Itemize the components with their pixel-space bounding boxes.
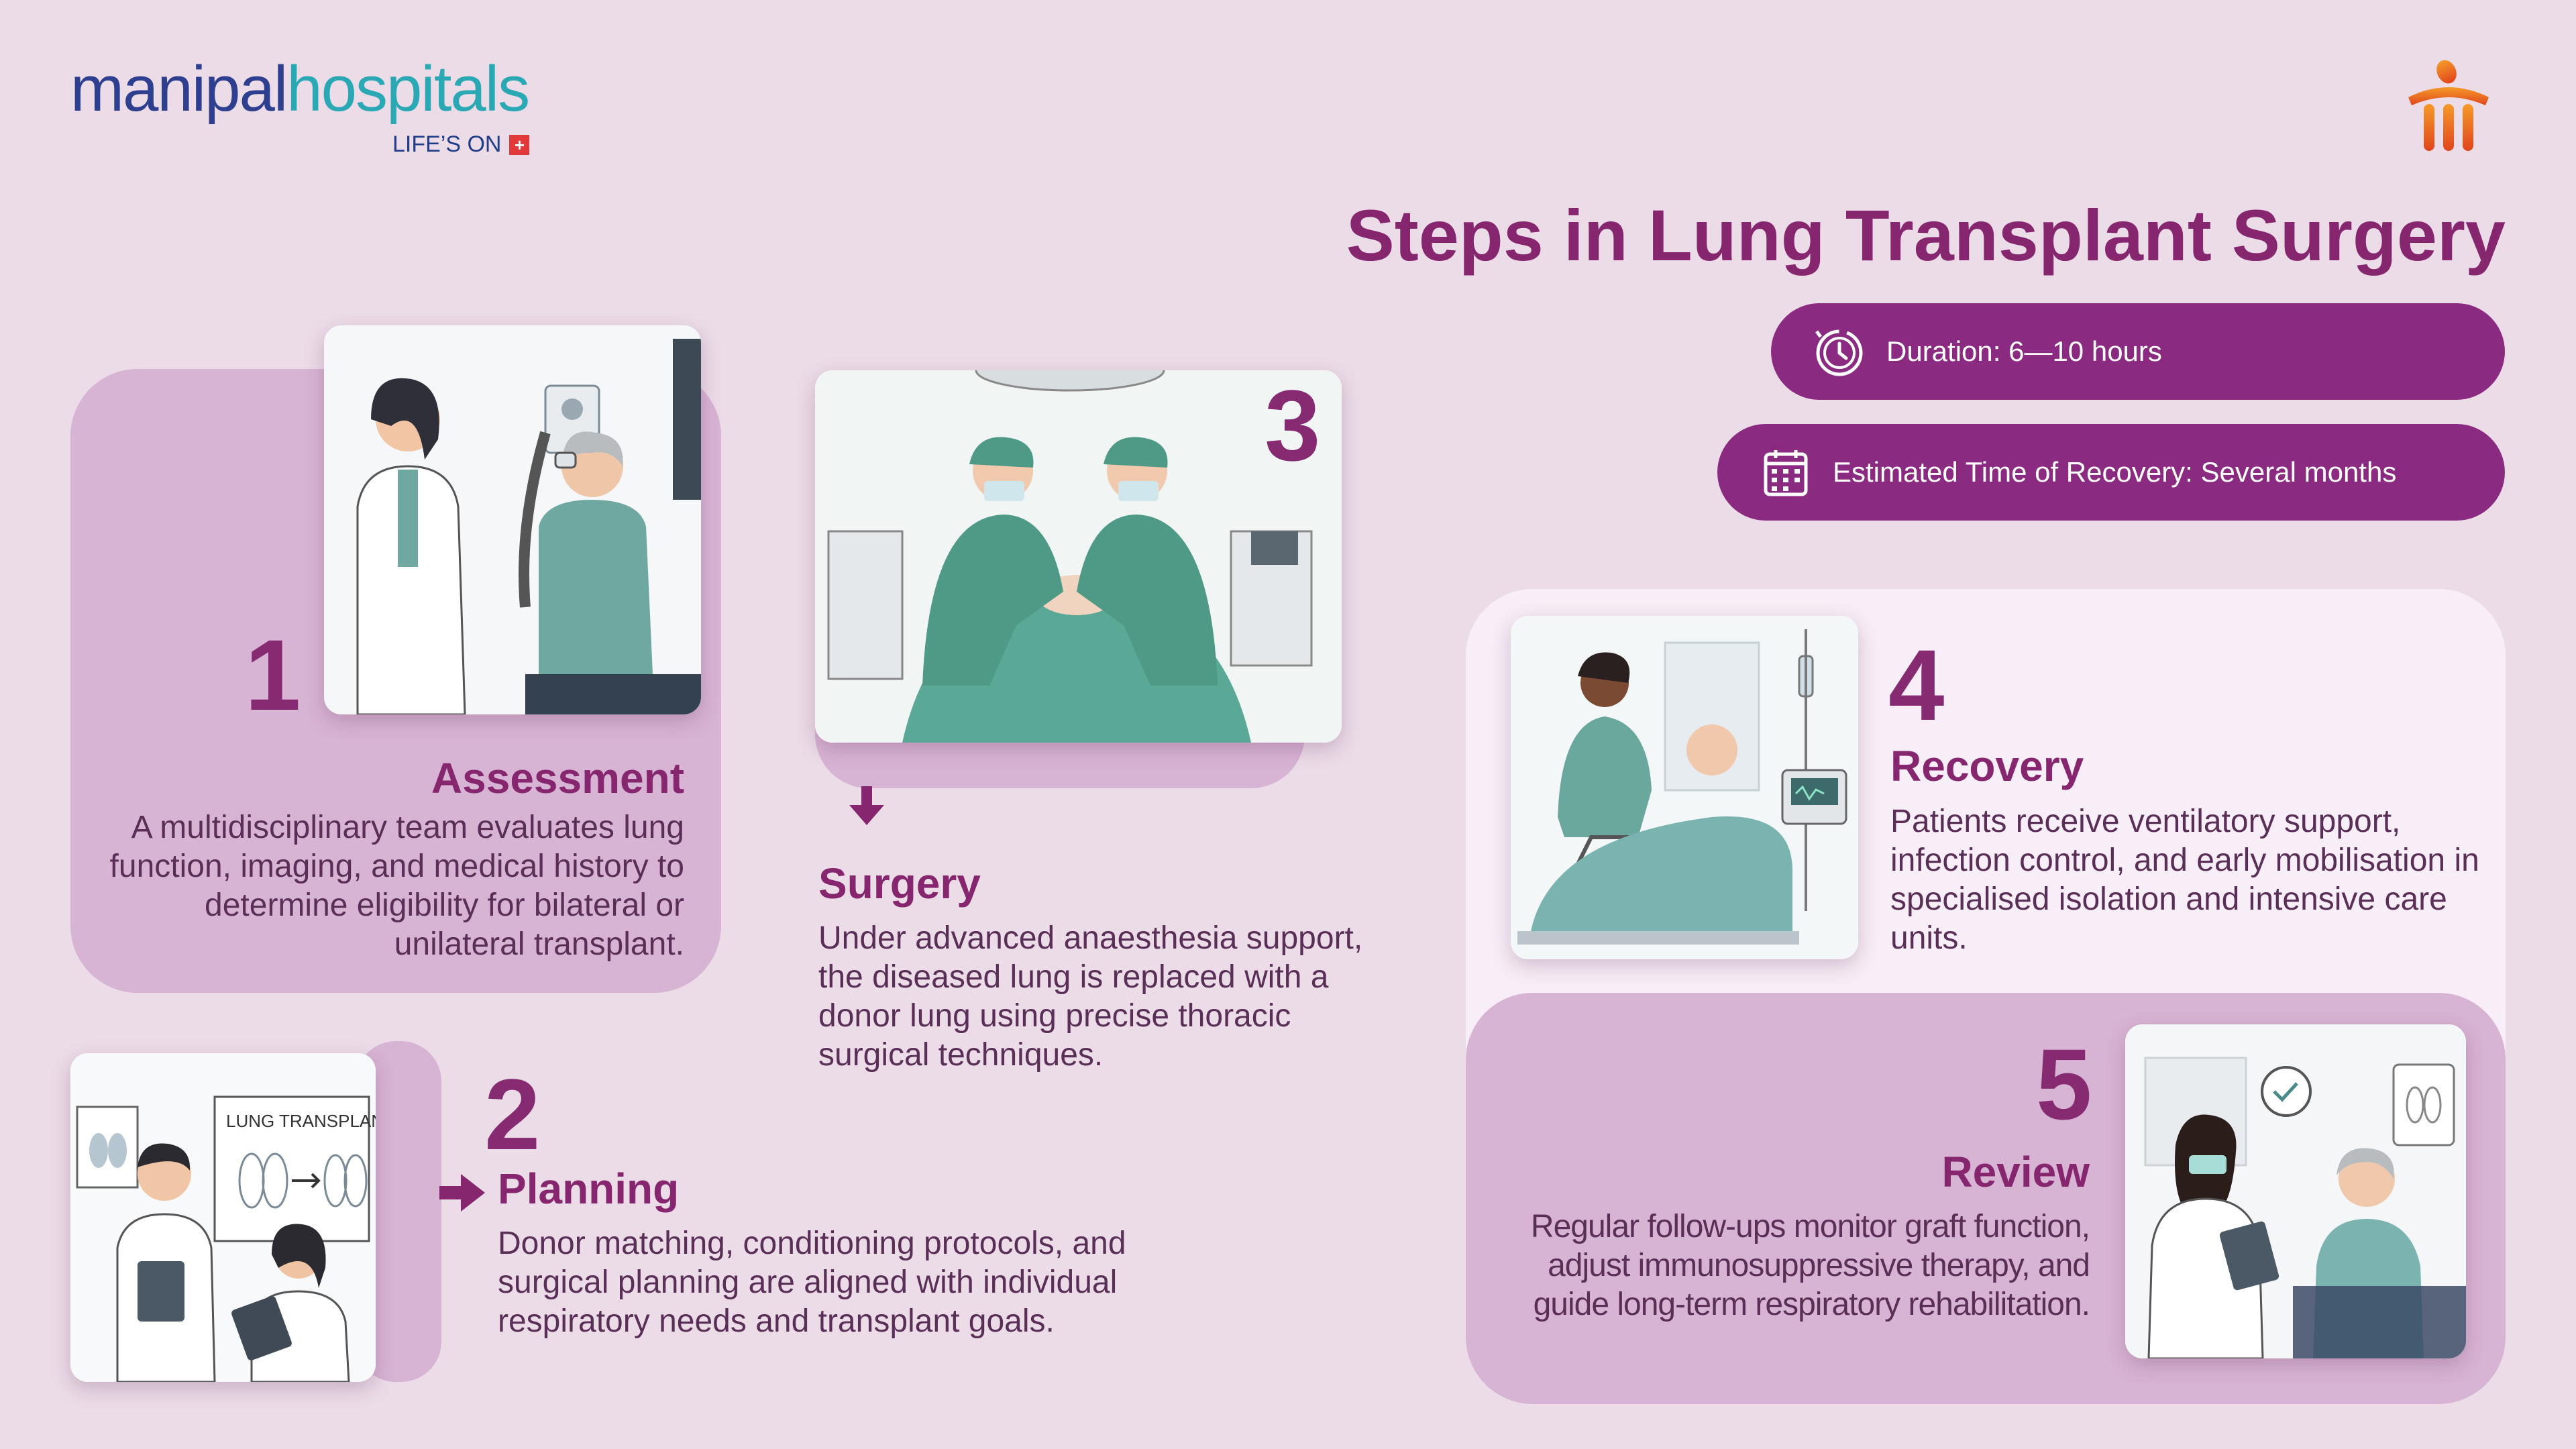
planning-illustration: LUNG TRANSPLANT	[70, 1053, 376, 1382]
logo-text-manipal: manipal	[70, 53, 288, 125]
assessment-illustration	[324, 325, 701, 714]
red-cross-icon: +	[509, 134, 530, 155]
surgery-description: Under advanced anaesthesia support, the …	[818, 920, 1363, 1073]
review-title: Review	[1941, 1148, 2090, 1196]
arrow-right-icon	[439, 1174, 485, 1212]
lung-transplant-label: LUNG TRANSPLANT	[226, 1111, 376, 1131]
step-number-1: 1	[245, 619, 301, 731]
logo-text-hospitals: hospitals	[286, 53, 530, 125]
brand-tagline: LIFE’S ON +	[392, 131, 530, 158]
assessment-title: Assessment	[431, 754, 684, 802]
duration-pill: Duration: 6—10 hours	[1771, 303, 2505, 400]
surgery-title: Surgery	[818, 859, 981, 908]
surgery-illustration	[815, 370, 1342, 743]
step-number-2: 2	[484, 1058, 541, 1171]
brand-mark-icon	[2408, 60, 2489, 151]
review-description: Regular follow-ups monitor graft functio…	[1530, 1209, 2090, 1322]
calendar-icon	[1758, 444, 1814, 500]
step-number-5: 5	[2036, 1028, 2092, 1140]
recovery-time-text: Estimated Time of Recovery: Several mont…	[1833, 456, 2397, 488]
arrow-down-icon	[849, 786, 884, 825]
step-number-4: 4	[1888, 629, 1945, 741]
planning-title: Planning	[498, 1165, 680, 1213]
recovery-time-pill: Estimated Time of Recovery: Several mont…	[1717, 424, 2505, 521]
planning-description: Donor matching, conditioning protocols, …	[498, 1226, 1126, 1339]
recovery-description: Patients receive ventilatory support, in…	[1890, 804, 2479, 956]
brand-logo: manipalhospitals	[70, 52, 530, 126]
page-title: Steps in Lung Transplant Surgery	[1346, 195, 2506, 276]
review-illustration	[2125, 1024, 2466, 1358]
recovery-illustration	[1511, 616, 1858, 959]
stopwatch-icon	[1811, 323, 1868, 380]
assessment-description: A multidisciplinary team evaluates lung …	[109, 810, 684, 962]
recovery-title: Recovery	[1890, 742, 2084, 790]
step-number-3: 3	[1265, 369, 1321, 482]
duration-text: Duration: 6—10 hours	[1886, 335, 2162, 367]
tagline-text: LIFE’S ON	[392, 131, 502, 157]
